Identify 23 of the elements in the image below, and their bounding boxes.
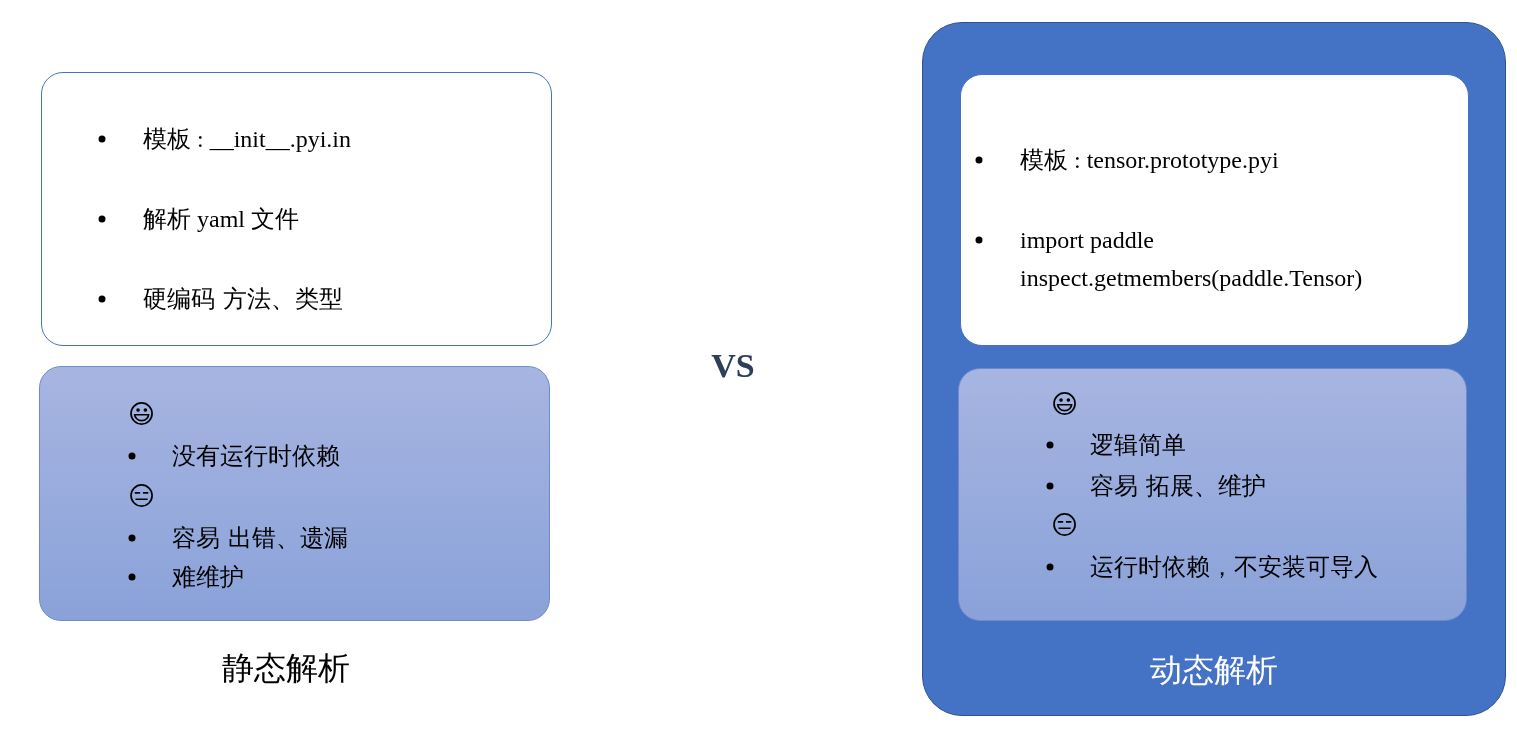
bullet-item: 容易 拓展、维护 (1090, 471, 1266, 502)
bullet-item: 容易 出错、遗漏 (172, 523, 348, 554)
emoji-face: 😑 (1051, 509, 1079, 542)
content-card (41, 72, 552, 346)
panel-title: 动态解析 (1149, 651, 1279, 689)
bullet-item: 运行时依赖，不安装可导入 (1090, 552, 1378, 583)
bullet-item: 逻辑简单 (1090, 430, 1186, 461)
emoji-face: 😃 (1051, 388, 1079, 421)
bullet-item: import paddle inspect.getmembers(paddle.Tensor) (1020, 226, 1364, 293)
bullet-item: 模板 : tensor.prototype.pyi (1020, 146, 1279, 175)
emoji-face: 😑 (128, 480, 156, 513)
bullet-item: 难维护 (172, 562, 244, 593)
bullet-item: 模板 : __init__.pyi.in (143, 125, 351, 154)
bullet-item: 硬编码 方法、类型 (143, 284, 343, 315)
panel-title: 静态解析 (222, 648, 350, 689)
pros-cons-panel (958, 368, 1467, 621)
content-card (960, 74, 1469, 346)
emoji-face: 😃 (128, 398, 156, 431)
versus-label: VS (711, 347, 755, 385)
pros-cons-panel (39, 366, 550, 621)
bullet-item: 没有运行时依赖 (172, 441, 340, 472)
approach-panel (922, 22, 1506, 716)
bullet-item: 解析 yaml 文件 (143, 205, 299, 234)
